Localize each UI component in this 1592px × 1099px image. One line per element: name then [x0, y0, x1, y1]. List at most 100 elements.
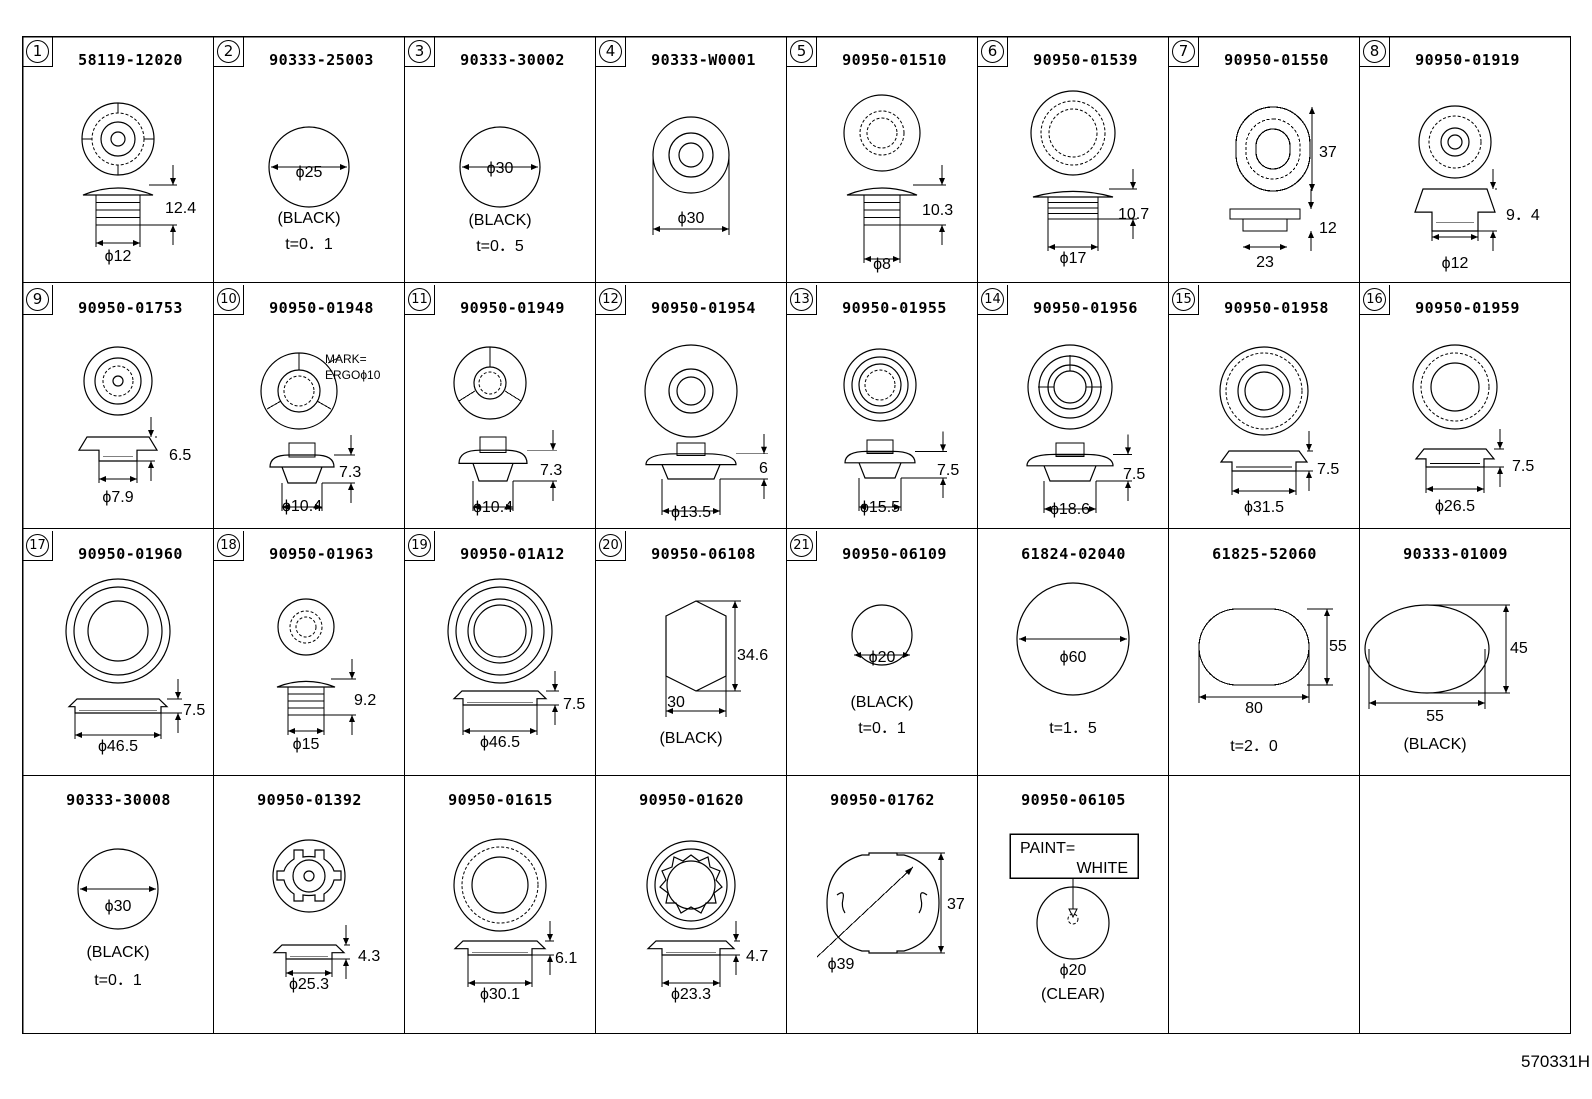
item-number: 13: [790, 288, 813, 311]
part-drawing: 34.6 30 (BLACK): [659, 600, 768, 747]
part-number: 58119-12020: [78, 51, 183, 69]
part-number: 90950-01753: [78, 299, 183, 317]
part-note: ERGOϕ10: [325, 368, 381, 382]
part-note: t=1．5: [1049, 720, 1097, 737]
part-note: (CLEAR): [1041, 986, 1105, 1003]
item-number-badge: 2: [214, 37, 244, 67]
part-number: 90950-06105: [1021, 791, 1126, 809]
part-note: t=2．0: [1230, 738, 1278, 755]
item-number-badge: 13: [787, 285, 817, 315]
item-number: 10: [217, 288, 240, 311]
item-number: 8: [1363, 40, 1386, 63]
dimension-label: ϕ30: [487, 160, 514, 177]
dimension-label: 9.2: [354, 692, 376, 709]
dimension-label: 6.5: [169, 447, 191, 464]
dimension-label: ϕ12: [105, 248, 132, 265]
item-number-badge: 5: [787, 37, 817, 67]
item-number-badge: 12: [596, 285, 626, 315]
part-note: (BLACK): [850, 694, 913, 711]
dimension-label: ϕ30.1: [480, 986, 520, 1003]
part-number: 90950-01960: [78, 545, 183, 563]
dimension-label: 6: [759, 460, 768, 477]
dimension-label: 10.3: [922, 202, 953, 219]
part-number: 90950-01948: [269, 299, 374, 317]
dimension-label: ϕ17: [1060, 250, 1087, 267]
part-number: 90950-01510: [842, 51, 947, 69]
dimension-label: ϕ25: [296, 164, 323, 181]
item-number-badge: 7: [1169, 37, 1199, 67]
part-cell: 5 90950-01510 10.3 ϕ8: [787, 37, 978, 282]
item-number-badge: 10: [214, 285, 244, 315]
dimension-label: ϕ25.3: [289, 976, 329, 993]
dimension-label: 12.4: [165, 200, 196, 217]
part-note: (BLACK): [86, 944, 149, 961]
part-drawing: [1169, 777, 1360, 1022]
part-number: 90950-01956: [1033, 299, 1138, 317]
dimension-label: 7.5: [563, 696, 585, 713]
dimension-label: 34.6: [737, 647, 768, 664]
part-number: 61824-02040: [1021, 545, 1126, 563]
dimension-label: 7.3: [339, 464, 361, 481]
item-number-badge: 4: [596, 37, 626, 67]
part-note: (BLACK): [659, 730, 722, 747]
dimension-label: ϕ8: [873, 256, 891, 273]
dimension-label: ϕ12: [1442, 255, 1469, 272]
part-note: t=0．5: [476, 238, 524, 255]
item-number: 7: [1172, 40, 1195, 63]
dimension-label: ϕ46.5: [480, 734, 520, 751]
dimension-label: ϕ15.5: [860, 499, 900, 516]
part-cell: 1 58119-12020 12.4 ϕ12: [23, 37, 214, 282]
dimension-label: ϕ18.6: [1050, 501, 1090, 518]
part-number: 90950-01762: [830, 791, 935, 809]
dimension-label: 30: [667, 694, 685, 711]
item-number: 9: [26, 288, 49, 311]
part-note: t=0．1: [858, 720, 906, 737]
part-drawing: 10.3 ϕ8: [843, 94, 953, 273]
dimension-label: 7.5: [183, 702, 205, 719]
item-number-badge: 17: [23, 531, 53, 561]
part-number: 90950-01392: [257, 791, 362, 809]
item-number: 19: [408, 534, 431, 557]
item-number: 15: [1172, 288, 1195, 311]
part-number: 61825-52060: [1212, 545, 1317, 563]
item-number: 11: [408, 288, 431, 311]
part-cell: 61825-52060 55 80 t=2．0: [1169, 531, 1360, 776]
dimension-label: 7.5: [1512, 458, 1534, 475]
part-number: 90333-30008: [66, 791, 171, 809]
item-number: 12: [599, 288, 622, 311]
part-number: 90950-01949: [460, 299, 565, 317]
item-number: 5: [790, 40, 813, 63]
dimension-label: ϕ10.4: [282, 498, 322, 515]
item-number: 1: [26, 40, 49, 63]
part-number: 90950-06109: [842, 545, 947, 563]
part-drawing: 6.5ϕ7.9: [77, 346, 191, 506]
item-number: 14: [981, 288, 1004, 311]
dimension-label: 80: [1245, 700, 1263, 717]
dimension-label: 55: [1329, 638, 1347, 655]
item-number: 18: [217, 534, 240, 557]
